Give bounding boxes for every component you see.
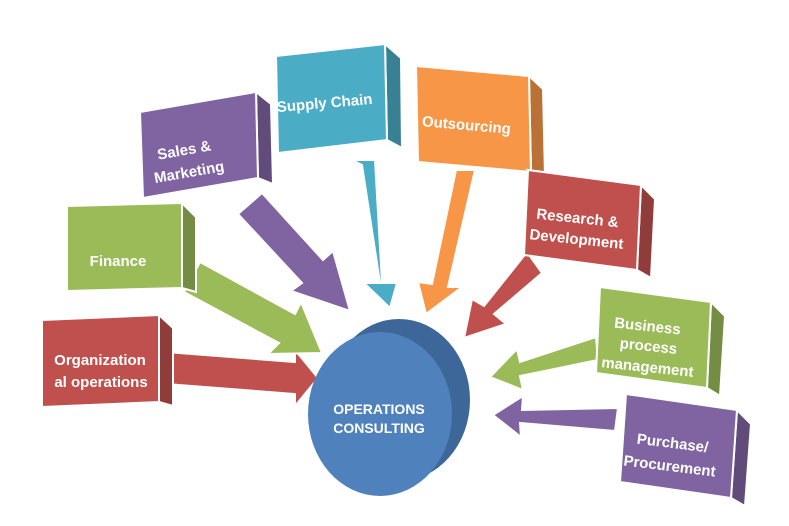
box-front — [41, 313, 160, 409]
box-front — [618, 392, 739, 500]
box-side — [158, 312, 174, 408]
arrow-outsourcing — [416, 169, 477, 316]
box-label-line-1: Business — [613, 315, 681, 339]
box-front — [138, 90, 260, 200]
arrow-sales-marketing — [236, 191, 352, 313]
box-research-development: Research & Development — [522, 168, 658, 280]
box-finance: Finance — [64, 200, 199, 294]
box-purchase-procurement: Purchase/ Procurement — [618, 392, 754, 508]
box-label-line-2: al operations — [54, 374, 147, 391]
arrow-organizational-operations — [165, 347, 320, 409]
box-label-line-1: Finance — [90, 253, 147, 270]
hub-label-line-1: OPERATIONS — [333, 401, 425, 417]
box-side — [181, 200, 197, 294]
box-organizational-operations: Organization al operations — [39, 312, 176, 409]
arrow-purchase-procurement — [491, 394, 620, 440]
box-label-line-1: Organization — [54, 352, 146, 369]
box-front — [522, 168, 643, 272]
hub-circle: OPERATIONS CONSULTING — [308, 319, 470, 496]
box-outsourcing: Outsourcing — [413, 64, 547, 179]
hub-circle-front — [308, 332, 452, 496]
box-front — [66, 201, 183, 293]
box-label-line-2: process — [619, 335, 678, 358]
arrow-supply-chain — [351, 159, 399, 310]
box-business-process-management: Business process management — [594, 285, 728, 398]
box-sales-marketing: Sales & Marketing — [137, 89, 275, 200]
boxes-layer: Organization al operations Finance Sales… — [39, 41, 754, 508]
box-supply-chain: Supply Chain — [273, 41, 404, 155]
box-front — [274, 42, 389, 155]
arrow-finance — [182, 260, 324, 356]
arrow-business-process-management — [488, 335, 600, 392]
hub-label-line-2: CONSULTING — [333, 420, 425, 436]
arrow-research-development — [462, 250, 544, 340]
arrows-layer — [165, 159, 620, 440]
box-front — [594, 285, 713, 390]
